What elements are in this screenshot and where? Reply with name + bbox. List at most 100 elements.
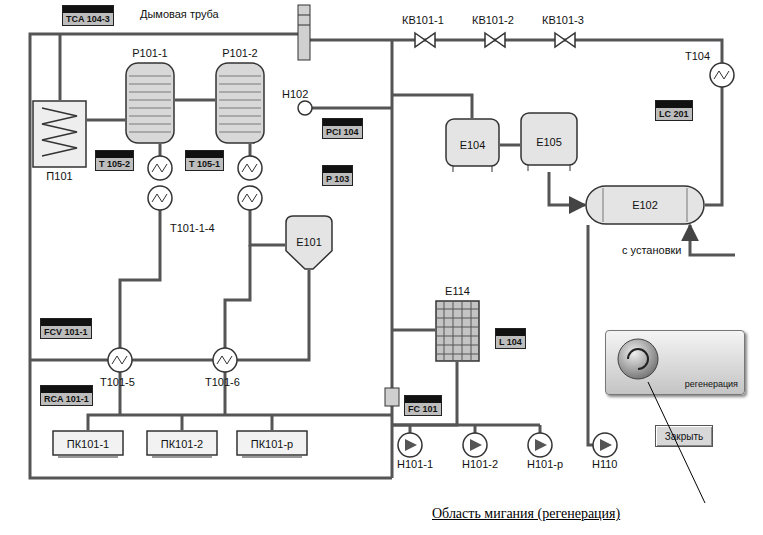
equipment-tag: Е114 bbox=[445, 285, 470, 298]
catalyst-band bbox=[129, 84, 171, 85]
indicator-box: TCA 104-3 bbox=[62, 5, 114, 26]
equipment-label: Дымовая труба bbox=[140, 8, 219, 21]
regeneration-icon bbox=[628, 349, 648, 369]
regeneration-icon bbox=[618, 339, 658, 379]
compressor-outline bbox=[53, 431, 123, 455]
pipe bbox=[391, 40, 394, 478]
vessel: Е105 bbox=[520, 112, 578, 172]
catalyst-band bbox=[219, 108, 261, 109]
drum-vessel: Е102 bbox=[585, 185, 705, 225]
compressor-outline bbox=[147, 431, 217, 455]
filter-grid bbox=[471, 302, 472, 360]
shape-outline bbox=[435, 300, 480, 362]
heat-exchanger-symbol bbox=[148, 156, 172, 180]
vessel-outline bbox=[521, 113, 577, 165]
equipment-label: Т104 bbox=[685, 50, 710, 63]
valve-symbol bbox=[555, 33, 575, 47]
reactor-column: Р101-2 bbox=[215, 62, 265, 144]
chimney-band bbox=[298, 15, 310, 16]
equipment-label: КВ101-2 bbox=[472, 14, 514, 27]
value-display bbox=[41, 319, 91, 326]
filter-grid bbox=[453, 302, 454, 360]
value-display bbox=[496, 329, 525, 336]
vessel-leg bbox=[453, 166, 454, 172]
heat-exchanger-symbol bbox=[213, 348, 237, 372]
exchanger-coil bbox=[217, 356, 232, 364]
pipe bbox=[392, 95, 472, 118]
exchanger-shell bbox=[148, 156, 172, 180]
indicator-box: L 104 bbox=[495, 328, 526, 349]
pipe bbox=[392, 362, 457, 425]
filter-grid bbox=[462, 302, 463, 360]
catalyst-band bbox=[219, 132, 261, 133]
value-display bbox=[96, 151, 133, 158]
exchanger-shell bbox=[108, 348, 132, 372]
exchanger-shell bbox=[238, 156, 262, 180]
exchanger-coil bbox=[112, 356, 127, 364]
vessel-outline bbox=[446, 119, 499, 166]
pipe bbox=[132, 359, 213, 362]
catalyst-band bbox=[129, 116, 171, 117]
furnace-outline bbox=[33, 101, 86, 167]
equipment-tag: Е105 bbox=[536, 136, 562, 149]
equipment-label: Н101-2 bbox=[462, 458, 498, 471]
pipe bbox=[59, 34, 62, 100]
tag-label: LC 201 bbox=[659, 109, 689, 119]
heat-exchanger-symbol bbox=[238, 186, 262, 210]
valve-symbol bbox=[485, 33, 505, 47]
equipment-label: Н101-1 bbox=[397, 458, 433, 471]
equipment-tag: Е104 bbox=[460, 139, 486, 152]
pipe bbox=[181, 415, 184, 430]
exchanger-coil bbox=[152, 194, 167, 202]
control-device bbox=[385, 388, 399, 406]
catalyst-band bbox=[129, 108, 171, 109]
shape-outline bbox=[125, 62, 175, 144]
indicator-box: FC 101 bbox=[404, 395, 442, 416]
value-display bbox=[186, 151, 223, 158]
chimney bbox=[298, 5, 310, 60]
reactor-outline bbox=[126, 63, 174, 143]
pipe bbox=[312, 107, 392, 110]
filter-grid bbox=[437, 318, 478, 319]
tag-label: FCV 101-1 bbox=[44, 327, 88, 337]
pipe bbox=[249, 144, 252, 156]
pipe bbox=[539, 425, 542, 433]
exchanger-shell bbox=[710, 63, 734, 87]
pump-symbol bbox=[298, 101, 312, 115]
filter-grid bbox=[437, 354, 478, 355]
catalyst-band bbox=[219, 84, 261, 85]
exchanger-shell bbox=[148, 186, 172, 210]
pipe bbox=[271, 415, 274, 430]
filter-grid bbox=[437, 336, 478, 337]
pipe bbox=[88, 415, 392, 430]
equipment-label: Н102 bbox=[282, 88, 308, 101]
furnace-coil bbox=[42, 108, 77, 156]
exchanger-shell bbox=[213, 348, 237, 372]
catalyst-band bbox=[219, 124, 261, 125]
compressor-box: ПК101-1 bbox=[52, 430, 124, 458]
catalyst-band bbox=[219, 92, 261, 93]
tag-label: T 105-1 bbox=[189, 159, 220, 169]
compressor-base bbox=[242, 457, 302, 458]
indicator-box: T 105-1 bbox=[185, 150, 224, 171]
equipment-label: Т101-1-4 bbox=[170, 222, 215, 235]
vessel-outline bbox=[286, 216, 332, 269]
catalyst-band bbox=[129, 76, 171, 77]
tag-label: T 105-2 bbox=[99, 159, 130, 169]
compressor-base bbox=[58, 457, 118, 458]
indicator-box: PCI 104 bbox=[322, 118, 363, 139]
chimney-band bbox=[298, 25, 310, 26]
equipment-label: Т101-5 bbox=[100, 376, 135, 389]
exchanger-coil bbox=[242, 164, 257, 172]
tag-label: P 103 bbox=[326, 174, 349, 184]
pump-symbol bbox=[528, 433, 552, 457]
equipment-label: Т101-6 bbox=[205, 376, 240, 389]
pipe bbox=[310, 40, 722, 205]
equipment-tag: ПК101-р bbox=[251, 438, 293, 451]
vessel: Е101 bbox=[285, 215, 333, 270]
reactor-outline bbox=[216, 63, 264, 143]
close-button: Закрыть bbox=[655, 425, 713, 447]
filter-outline bbox=[436, 301, 479, 361]
equipment-tag: ПК101-2 bbox=[161, 438, 203, 451]
